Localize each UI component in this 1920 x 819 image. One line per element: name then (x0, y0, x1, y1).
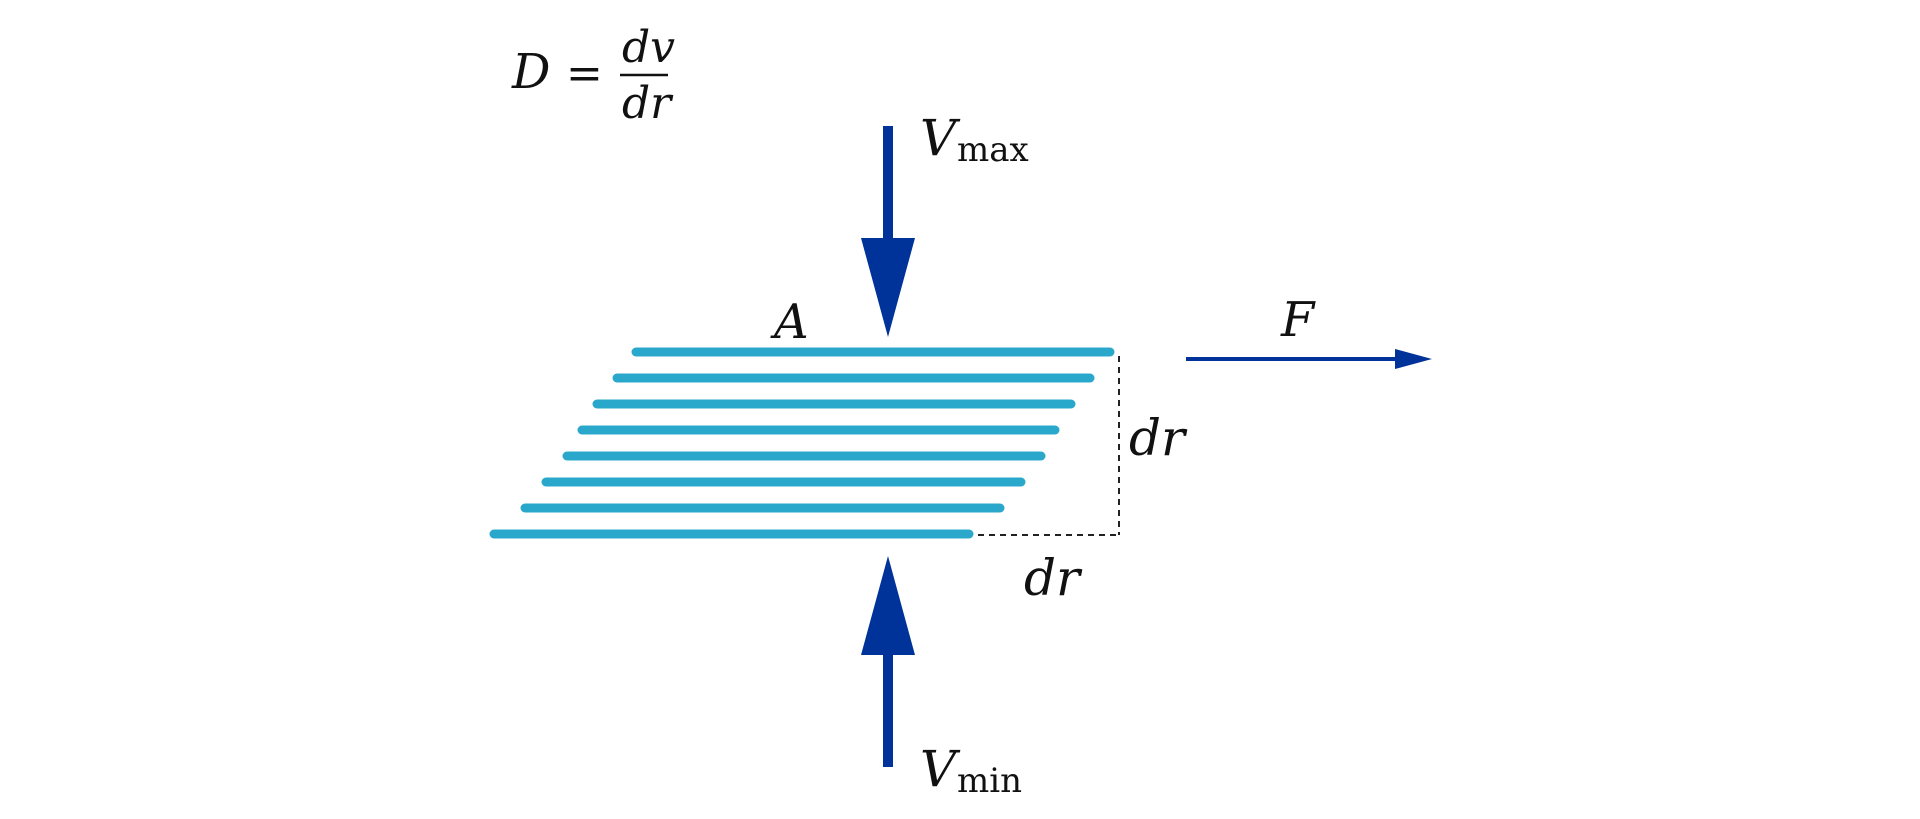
force-arrow-head (1395, 349, 1432, 369)
v-max-arrow-shaft (883, 126, 893, 242)
v-min-symbol: V (920, 740, 961, 798)
force-arrow (1186, 349, 1432, 369)
v-min-arrow-head (861, 556, 915, 655)
v-min-arrow-shaft (883, 651, 893, 767)
dr-horizontal-label: dr (1024, 549, 1083, 607)
shear-rate-formula: D = dv dr (511, 22, 675, 129)
dr-guides (978, 356, 1120, 536)
v-max-symbol: V (920, 109, 961, 167)
v-min-arrow (861, 556, 915, 767)
v-max-subscript: max (957, 130, 1029, 170)
v-min-subscript: min (957, 761, 1022, 801)
formula-equals: = (566, 48, 603, 99)
force-label: F (1280, 292, 1316, 348)
fluid-layers (489, 347, 1115, 539)
formula-lhs: D (511, 44, 550, 100)
v-min-label: V min (920, 740, 1022, 801)
v-max-arrow-head (861, 238, 915, 337)
v-max-label: V max (920, 109, 1029, 170)
formula-numerator: dv (622, 22, 675, 73)
dr-vertical-label: dr (1129, 409, 1188, 467)
force-arrow-shaft (1186, 357, 1398, 361)
area-label: A (770, 294, 809, 350)
v-max-arrow (861, 126, 915, 337)
formula-denominator: dr (622, 78, 674, 129)
